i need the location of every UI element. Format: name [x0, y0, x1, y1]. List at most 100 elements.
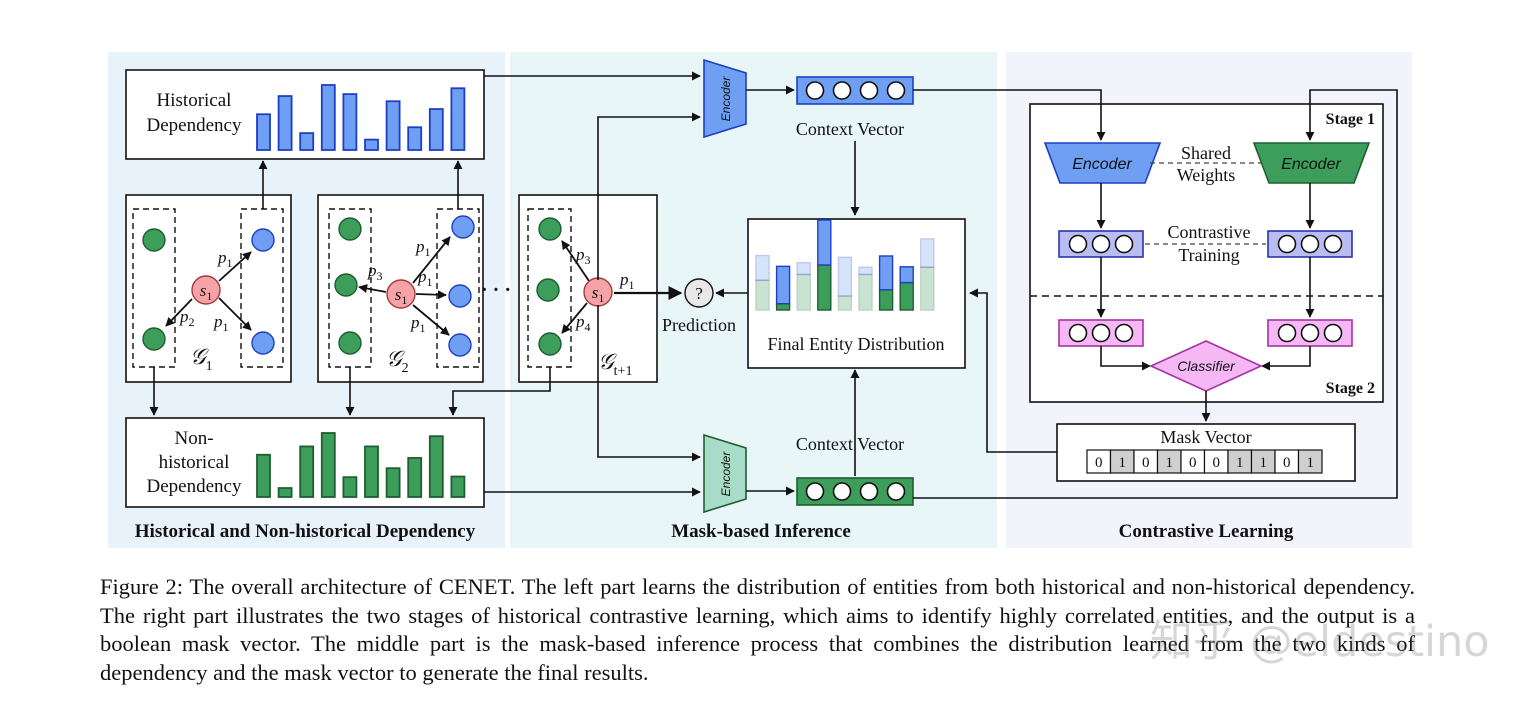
non-historical-bar: [428, 435, 444, 498]
non-historical-bar: [407, 457, 423, 498]
top-context-vector: [796, 76, 914, 105]
architecture-figure: Historical and Non-historical Dependency…: [108, 52, 1412, 548]
final-bar-green: [796, 273, 811, 311]
classifier-label: Classifier: [1177, 358, 1236, 374]
final-bar-blue: [796, 262, 811, 276]
graph-g1: s1 p1 p1 p2 𝒢1: [125, 194, 292, 383]
top-encoder: [703, 58, 747, 139]
svg-text:𝒢1: 𝒢1: [190, 344, 213, 374]
svg-text:p1: p1: [410, 313, 426, 335]
historical-bar: [428, 108, 444, 151]
historical-bar: [407, 126, 423, 151]
historical-label-line1: Historical: [157, 90, 232, 111]
svg-text:p1: p1: [217, 248, 233, 270]
final-bar-green: [817, 264, 832, 311]
green-node: [334, 273, 358, 297]
svg-text:p1: p1: [619, 270, 635, 292]
contrastive-encoder-right: [1252, 142, 1371, 184]
contrastive-vector-left: [1058, 230, 1144, 258]
non-historical-label-line3: Dependency: [147, 476, 242, 497]
svg-text:p3: p3: [575, 245, 591, 267]
contrastive-training-line1: Contrastive: [1168, 222, 1251, 242]
non-historical-bar: [450, 475, 466, 498]
svg-text:p4: p4: [575, 312, 591, 334]
bottom-encoder-label: Encoder: [719, 451, 733, 497]
final-bar-green: [899, 281, 914, 311]
final-bar-green: [755, 279, 770, 311]
mask-cell-value: 0: [1213, 455, 1221, 471]
svg-text:s1: s1: [395, 285, 408, 307]
final-bar-blue: [858, 266, 873, 276]
bottom-context-vector-label: Context Vector: [796, 434, 904, 454]
non-historical-bar: [256, 453, 271, 498]
historical-label-line2: Dependency: [147, 115, 242, 136]
historical-bars: [256, 84, 466, 151]
svg-text:p1: p1: [213, 312, 229, 334]
pink-vector-right: [1267, 319, 1353, 347]
non-historical-label-line1: Non-: [174, 428, 213, 449]
prediction-label: Prediction: [662, 315, 736, 335]
contrastive-encoder-right-label: Encoder: [1281, 156, 1341, 173]
historical-bar: [277, 95, 293, 151]
final-bar-blue: [920, 238, 935, 268]
prediction-node: [684, 278, 714, 308]
bottom-context-vector: [796, 477, 914, 506]
prediction-symbol: ?: [695, 284, 703, 303]
stage1-label: Stage 1: [1326, 111, 1375, 128]
blue-node: [451, 215, 475, 239]
mask-vector-label: Mask Vector: [1160, 427, 1251, 447]
non-historical-label-line2: historical: [159, 452, 230, 473]
historical-bar: [256, 113, 271, 151]
graph-ellipsis: · · ·: [481, 279, 511, 301]
mask-cell-value: 1: [1307, 455, 1315, 471]
final-bar-blue: [817, 219, 832, 266]
left-panel-title: Historical and Non-historical Dependency: [135, 521, 476, 542]
green-node: [538, 332, 562, 356]
svg-text:s1: s1: [592, 283, 605, 305]
historical-bar: [364, 138, 379, 151]
mask-cell-value: 0: [1283, 455, 1291, 471]
shared-weights-line2: Weights: [1177, 165, 1236, 185]
query-node-s1: [386, 279, 416, 309]
non-historical-bar: [299, 445, 315, 498]
non-historical-bar: [320, 432, 336, 498]
svg-text:p3: p3: [367, 261, 383, 283]
final-bar-green: [878, 289, 894, 311]
green-node: [338, 217, 362, 241]
blue-node: [448, 333, 472, 357]
svg-text:𝒢t+1: 𝒢t+1: [598, 349, 632, 379]
mask-cell-value: 0: [1095, 455, 1103, 471]
green-node: [142, 327, 166, 351]
final-bar-blue: [878, 255, 894, 291]
mask-cell-value: 1: [1260, 455, 1268, 471]
mask-cell-value: 0: [1142, 455, 1150, 471]
non-historical-bar: [385, 467, 401, 498]
final-distribution-label: Final Entity Distribution: [767, 334, 944, 354]
svg-text:𝒢2: 𝒢2: [386, 346, 409, 376]
top-encoder-label: Encoder: [719, 76, 733, 122]
svg-text:p1: p1: [417, 267, 433, 289]
final-bar-blue: [837, 256, 853, 297]
figure-caption: Figure 2: The overall architecture of CE…: [100, 574, 1415, 685]
svg-text:p1: p1: [415, 237, 431, 259]
historical-bar: [320, 84, 336, 151]
query-node-s1: [191, 275, 221, 305]
green-node: [536, 278, 560, 302]
mask-cell-value: 1: [1166, 455, 1174, 471]
non-historical-bar: [277, 487, 293, 498]
mask-cell-value: 1: [1119, 455, 1127, 471]
watermark: 知乎 @eldestino: [1150, 617, 1490, 667]
non-historical-bar: [364, 445, 379, 498]
green-node: [338, 331, 362, 355]
mask-cell: [1297, 449, 1323, 474]
contrastive-vector-right: [1267, 230, 1353, 258]
graph-g2: s1 p1 p1 p1 p3 𝒢2: [317, 194, 484, 383]
blue-node: [251, 228, 275, 252]
final-bar-blue: [775, 265, 791, 305]
stage2-label: Stage 2: [1326, 380, 1375, 397]
shared-weights-line1: Shared: [1181, 143, 1231, 163]
final-bar-green: [837, 295, 853, 311]
final-bar-green: [775, 303, 791, 311]
green-node: [538, 217, 562, 241]
